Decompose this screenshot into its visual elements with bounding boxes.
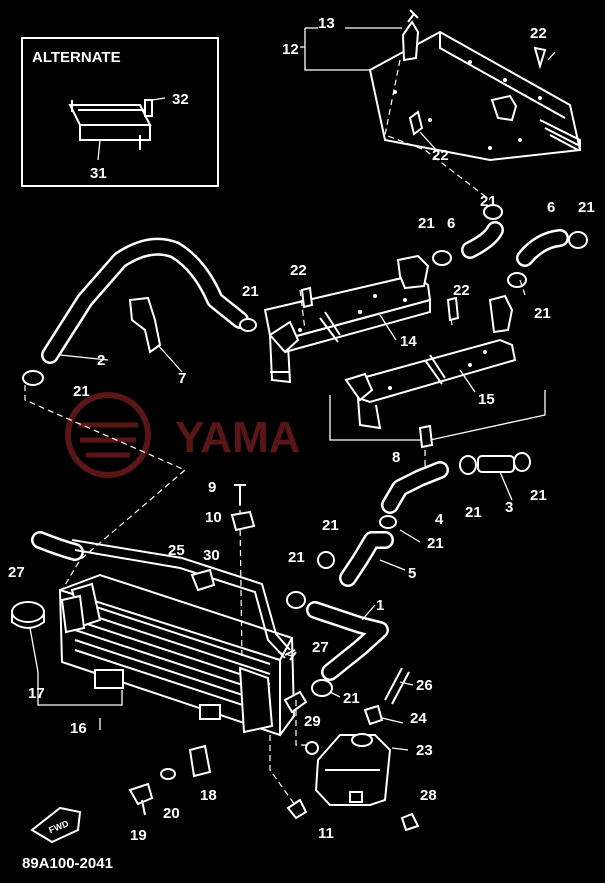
callout: 21: [480, 193, 497, 210]
watermark-text: YAMA: [175, 413, 301, 462]
clip-30: [190, 568, 216, 592]
clip-27b: [284, 649, 297, 661]
callout: 14: [400, 333, 417, 350]
callout: 28: [420, 787, 437, 804]
callout: 8: [392, 449, 400, 466]
bolt-8: [418, 424, 434, 449]
callout: 2: [97, 352, 105, 369]
callout: 6: [547, 199, 555, 216]
callouts: 1 2 3 4 5 6 6 7 8 9 10 11 12 13 14 15 16…: [8, 15, 595, 844]
callout: 7: [178, 370, 186, 387]
callout: 25: [168, 542, 185, 559]
callout: 30: [203, 547, 220, 564]
tube-26: [384, 667, 410, 705]
bracket-7: [128, 296, 162, 354]
bolt-22a: [300, 286, 314, 309]
callout: 6: [447, 215, 455, 232]
callout: 16: [70, 720, 87, 737]
callout: 17: [28, 685, 45, 702]
callout: 11: [318, 825, 334, 842]
callout: 21: [427, 535, 444, 552]
callout: 27: [312, 639, 329, 656]
callout: 21: [578, 199, 595, 216]
callout: 21: [534, 305, 551, 322]
grommet-18: [188, 744, 212, 778]
callout: 22: [432, 147, 449, 164]
callout: 21: [465, 504, 482, 521]
callout: 21: [242, 283, 259, 300]
fitting-24: [363, 704, 384, 726]
callout: 22: [290, 262, 307, 279]
alternate-title: ALTERNATE: [32, 49, 121, 66]
hose-27: [31, 531, 84, 561]
alternate-inset: ALTERNATE: [21, 37, 219, 187]
callout: 19: [130, 827, 147, 844]
callout: 10: [205, 509, 222, 526]
callout: 9: [208, 479, 216, 496]
watermark: YAMA: [65, 392, 301, 478]
pipe-3: [477, 455, 515, 473]
callout: 3: [505, 499, 513, 516]
callout: 22: [530, 25, 547, 42]
callout: 15: [478, 391, 495, 408]
radiator-cover: [368, 9, 582, 162]
callout: 24: [410, 710, 427, 727]
bolt-11: [286, 798, 308, 820]
reservoir-tank-23: [314, 733, 392, 806]
callout: 23: [416, 742, 433, 759]
callout: 21: [343, 690, 360, 707]
washer-20: [160, 768, 176, 780]
callout: 13: [318, 15, 335, 32]
hose-6-left: [461, 221, 504, 259]
callout: 21: [73, 383, 90, 400]
bolt-19: [128, 782, 154, 806]
pipe-15: [344, 294, 517, 430]
hose-1: [306, 601, 389, 681]
bolt-9: [234, 484, 246, 505]
callout: 22: [453, 282, 470, 299]
callout: 32: [172, 91, 189, 108]
callout: 27: [8, 564, 25, 581]
callout: 29: [304, 713, 321, 730]
fwd-arrow: FWD: [30, 806, 82, 844]
bolt-22b: [446, 296, 460, 322]
callout: 21: [288, 549, 305, 566]
callout: 1: [376, 597, 384, 614]
callout: 5: [408, 565, 416, 582]
callout: 21: [322, 517, 339, 534]
callout: 21: [530, 487, 547, 504]
callout: 4: [435, 511, 444, 528]
grommet-29: [305, 741, 319, 755]
joint-4: [381, 461, 449, 514]
hose-5: [339, 531, 394, 587]
callout: 31: [90, 165, 107, 182]
hose-2: [41, 237, 249, 364]
hose-6-right: [516, 229, 569, 267]
callout: 26: [416, 677, 433, 694]
callout: 20: [163, 805, 180, 822]
hose-25: [74, 549, 286, 659]
radiator-16: [58, 573, 308, 737]
bolt-28: [400, 812, 420, 832]
clip-10: [230, 510, 256, 532]
callout: 21: [418, 215, 435, 232]
callout: 12: [282, 41, 299, 58]
radiator-cap-17: [11, 601, 45, 629]
pipe-14: [263, 254, 432, 384]
callout: 18: [200, 787, 217, 804]
figure-code: 89A100-2041: [22, 855, 113, 872]
